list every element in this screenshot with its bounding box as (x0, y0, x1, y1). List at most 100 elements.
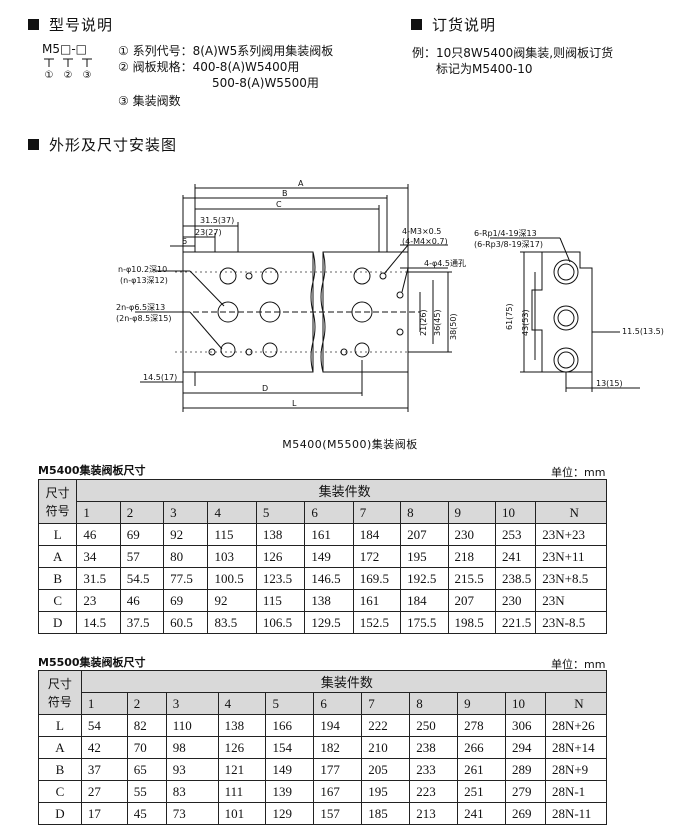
table-2-header-row: 尺寸符号 集装件数 (38, 670, 608, 715)
marker-3: ③ (83, 70, 92, 79)
count-header-cell: 2 (119, 501, 165, 524)
hole-label-1b: (n-φ13深12) (120, 276, 168, 285)
model-heading: 型号说明 (49, 16, 114, 34)
table-cell: 101 (217, 802, 267, 825)
square-bullet-icon (411, 19, 422, 30)
row-label-cell: C (37, 589, 78, 612)
table-cell: 69 (163, 589, 209, 612)
count-header-cell: 4 (207, 501, 257, 524)
table-cell: 23N (535, 589, 607, 612)
table-cell: 37 (80, 758, 128, 781)
count-header-cell: 3 (165, 692, 219, 715)
thread-label-a: 4-M3×0.5 (402, 227, 441, 236)
table-1-title: M5400集装阀板尺寸 (38, 464, 146, 477)
model-code: M5□-□ (42, 42, 87, 56)
table-cell: 121 (217, 758, 267, 781)
table-cell: 182 (313, 736, 363, 759)
table-1-header-row: 尺寸符号 集装件数 (37, 479, 607, 524)
model-item-3: ③ 集装阀数 (118, 94, 181, 108)
table-cell: 23N-8.5 (535, 611, 607, 634)
table-cell: 55 (126, 780, 167, 803)
table-cell: 115 (255, 589, 306, 612)
table-cell: 157 (313, 802, 363, 825)
table-cell: 149 (304, 545, 354, 568)
hole-label-2a: 2n-φ6.5深13 (116, 303, 165, 312)
table-cell: 77.5 (163, 567, 209, 590)
thread-label-b: (4-M4×0.7) (402, 237, 448, 246)
table-cell: 23N+8.5 (535, 567, 607, 590)
order-heading: 订货说明 (432, 16, 497, 34)
table-cell: 17 (80, 802, 128, 825)
order-line-1: 例：10只8W5400阀集装,则阀板订货 (412, 46, 614, 60)
table-cell: 14.5 (76, 611, 121, 634)
table-cell: 154 (265, 736, 315, 759)
table-cell: 129.5 (304, 611, 354, 634)
marker-1: ① (45, 70, 54, 79)
table-cell: 241 (457, 802, 507, 825)
table-cell: 106.5 (255, 611, 306, 634)
count-header-cell: 8 (409, 692, 459, 715)
corner-top: 尺寸 (45, 485, 70, 500)
table-cell: 92 (163, 523, 209, 546)
table-cell: 57 (119, 545, 165, 568)
table-cell: 306 (505, 714, 546, 737)
table-cell: 27 (80, 780, 128, 803)
corner-bottom: 符号 (45, 503, 70, 518)
table-cell: 126 (255, 545, 306, 568)
count-header-cell: 7 (352, 501, 402, 524)
table-cell: 213 (409, 802, 459, 825)
table-cell: 215.5 (447, 567, 496, 590)
dim-13: 13(15) (596, 379, 623, 388)
table-cell: 195 (361, 780, 411, 803)
count-header-cell: 5 (255, 501, 306, 524)
table-cell: 138 (217, 714, 267, 737)
table-cell: 83.5 (207, 611, 257, 634)
table-cell: 238.5 (494, 567, 537, 590)
table-cell: 28N-11 (544, 802, 608, 825)
table-cell: 198.5 (447, 611, 496, 634)
table-cell: 207 (400, 523, 449, 546)
table-cell: 266 (457, 736, 507, 759)
table-1-unit: 单位：mm (551, 466, 606, 479)
table-cell: 46 (119, 589, 165, 612)
table-2-group-header: 集装件数 (80, 670, 608, 693)
table-cell: 233 (409, 758, 459, 781)
table-cell: 93 (165, 758, 219, 781)
table-cell: 161 (352, 589, 402, 612)
table-cell: 166 (265, 714, 315, 737)
table-1-corner: 尺寸符号 (37, 479, 78, 524)
table-cell: 218 (447, 545, 496, 568)
table-cell: 230 (494, 589, 537, 612)
count-header-cell: N (535, 501, 607, 524)
port-label-b: (6-Rp3/8-19深17) (474, 240, 543, 249)
table-cell: 82 (126, 714, 167, 737)
table-cell: 230 (447, 523, 496, 546)
table-cell: 253 (494, 523, 537, 546)
table-cell: 60.5 (163, 611, 209, 634)
dim-61: 61(75) (505, 303, 514, 330)
table-cell: 294 (505, 736, 546, 759)
table-cell: 161 (304, 523, 354, 546)
model-item-2: ② 阀板规格：400-8(A)W5400用 (118, 60, 300, 74)
table-cell: 23 (76, 589, 121, 612)
table-cell: 28N+9 (544, 758, 608, 781)
table-cell: 184 (352, 523, 402, 546)
model-section-heading: 型号说明 (28, 14, 113, 35)
table-cell: 111 (217, 780, 267, 803)
table-cell: 172 (352, 545, 402, 568)
count-header-cell: 10 (505, 692, 546, 715)
table-cell: 146.5 (304, 567, 354, 590)
table-cell: 289 (505, 758, 546, 781)
table-cell: 152.5 (352, 611, 402, 634)
count-header-cell: 5 (265, 692, 315, 715)
table-cell: 185 (361, 802, 411, 825)
